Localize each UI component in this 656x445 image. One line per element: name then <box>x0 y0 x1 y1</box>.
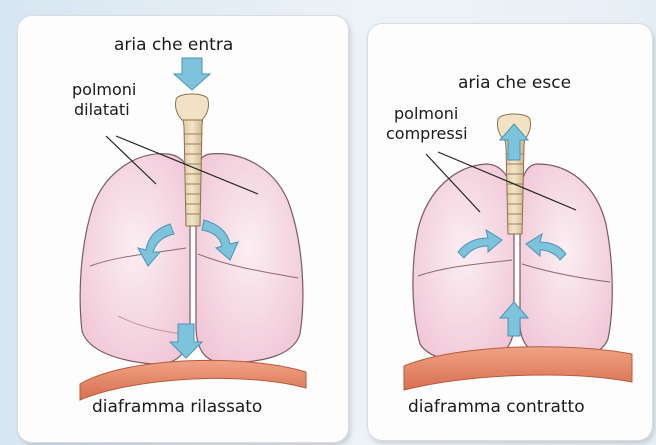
card-exhalation: aria che esce polmoni compressi diaframm… <box>368 24 652 440</box>
lungs-compressed-label-line1: polmoni <box>394 104 458 123</box>
diaphragm-relaxed <box>80 360 306 400</box>
diaphragm-relaxed-label: diaframma rilassato <box>92 398 262 417</box>
lungs-dilated-label-line1: polmoni <box>72 80 136 99</box>
air-in-label: aria che entra <box>114 36 233 55</box>
air-in-arrow-icon <box>174 58 210 90</box>
right-lung <box>196 154 303 363</box>
lungs-compressed-label-line2: compressi <box>386 124 468 143</box>
lungs-dilated-label-line2: dilatati <box>74 100 130 119</box>
right-lung <box>520 164 612 359</box>
inhalation-illustration <box>18 16 348 442</box>
card-inhalation: aria che entra polmoni dilatati diaframm… <box>18 16 348 442</box>
diaphragm-contracted-label: diaframma contratto <box>408 398 585 417</box>
air-out-label: aria che esce <box>458 74 571 93</box>
